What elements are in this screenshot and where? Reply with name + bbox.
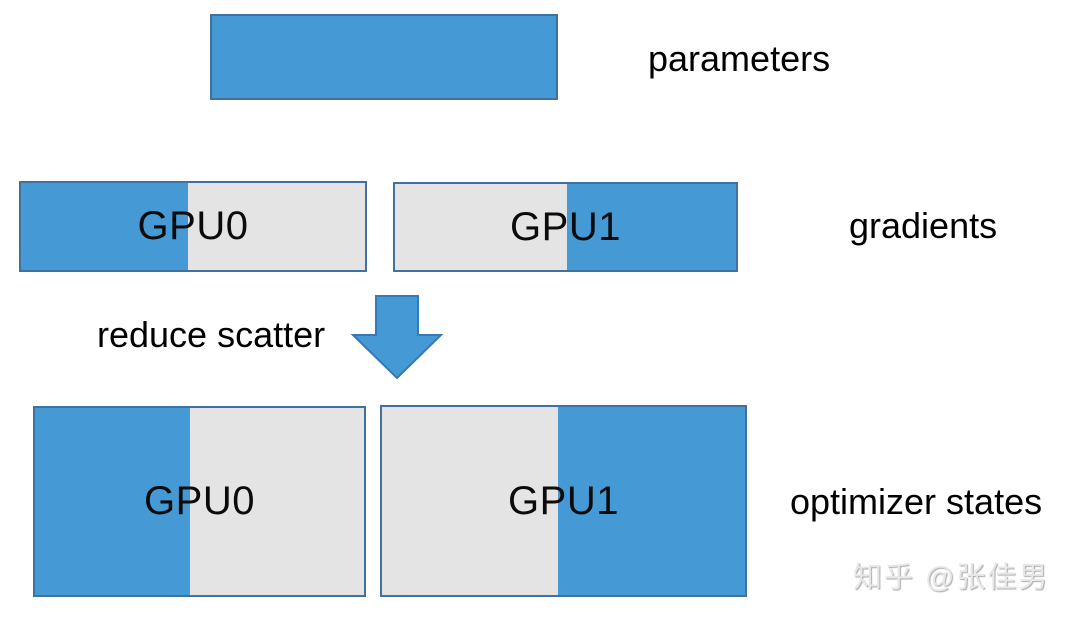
down-arrow-icon (350, 295, 444, 380)
gradients-row-label: gradients (849, 205, 998, 246)
gradients-gpu0-blue-segment (21, 183, 189, 270)
zhihu-watermark: 知乎 @张佳男 (853, 562, 1050, 594)
optimizer-gpu0-gray-segment (189, 408, 364, 595)
parameters-block (210, 14, 558, 100)
gradients-gpu1-blue-segment (566, 184, 736, 270)
gradients-gpu1-block: GPU1 (393, 182, 738, 272)
optimizer-gpu1-gray-segment (382, 407, 559, 595)
gradients-gpu1-gray-segment (395, 184, 567, 270)
optimizer-gpu1-block: GPU1 (380, 405, 747, 597)
parameters-blue-segment (212, 16, 556, 98)
optimizer-gpu0-block: GPU0 (33, 406, 366, 597)
optimizer-gpu1-blue-segment (558, 407, 745, 595)
optimizer-gpu0-blue-segment (35, 408, 190, 595)
gradients-gpu0-block: GPU0 (19, 181, 367, 272)
reduce-scatter-label: reduce scatter (97, 314, 326, 355)
optimizer-states-row-label: optimizer states (790, 481, 1043, 522)
gradients-gpu0-gray-segment (188, 183, 365, 270)
parameters-row-label: parameters (648, 38, 831, 79)
